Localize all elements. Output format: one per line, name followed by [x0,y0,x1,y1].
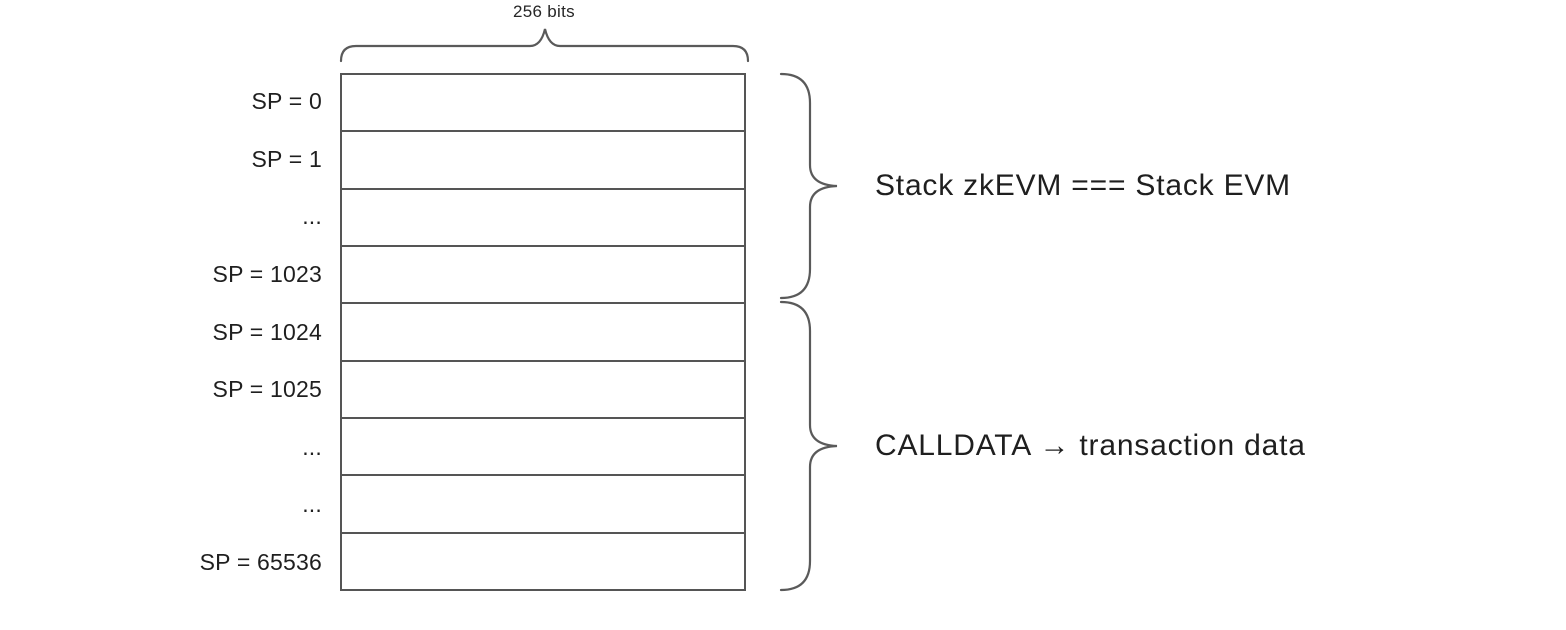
bit-width-label: 256 bits [513,2,575,21]
table-row [342,190,744,247]
row-label-sp-65536: SP = 65536 [199,548,322,575]
table-row [342,75,744,133]
row-label-sp-1023: SP = 1023 [212,260,322,287]
calldata-brace [779,300,838,592]
table-row [342,247,744,305]
annotation-calldata: CALLDATA → transaction data [875,429,1306,462]
row-label-sp-1024: SP = 1024 [212,318,322,345]
annotation-stack-equivalence: Stack zkEVM === Stack EVM [875,169,1291,202]
table-row [342,304,744,362]
stack-brace [779,72,838,300]
row-label-sp-0: SP = 0 [251,88,322,115]
row-label-sp-1025: SP = 1025 [212,376,322,403]
row-label-sp-1: SP = 1 [251,145,322,172]
stack-memory-table [340,73,746,591]
table-row [342,132,744,190]
right-braces [779,72,838,592]
row-labels-column: SP = 0 SP = 1 ... SP = 1023 SP = 1024 SP… [0,73,322,591]
row-label-ellipsis: ... [302,433,322,460]
row-label-ellipsis: ... [302,491,322,518]
top-brace [339,28,750,63]
table-row [342,534,744,589]
table-row [342,476,744,534]
table-row [342,419,744,477]
table-row [342,362,744,419]
row-label-ellipsis: ... [302,203,322,230]
